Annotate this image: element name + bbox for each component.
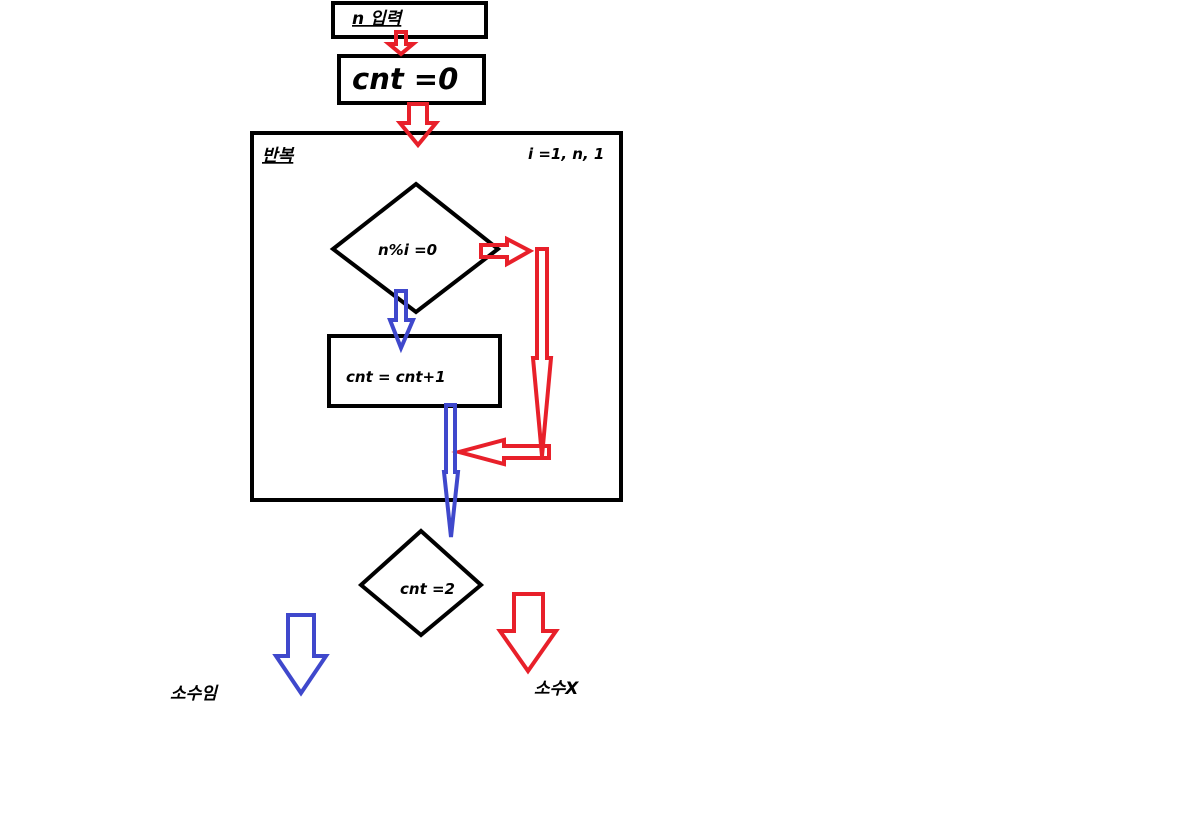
arrow-input-to-init	[383, 30, 419, 57]
loop-range: i =1, n, 1	[528, 145, 604, 163]
increment-label: cnt = cnt+1	[346, 368, 446, 386]
input-label: n 입력	[352, 9, 404, 29]
increment-box	[327, 334, 502, 408]
arrow-rejoin-left	[451, 437, 551, 467]
arrow-condition-right	[479, 235, 535, 268]
input-box	[331, 1, 488, 39]
final-condition-label: cnt =2	[400, 580, 455, 598]
arrow-prime	[272, 613, 330, 697]
condition-label: n%i =0	[378, 241, 437, 259]
arrow-condition-down	[387, 289, 417, 354]
loop-box	[250, 131, 623, 502]
condition-diamond	[329, 181, 502, 315]
loop-title: 반복	[262, 146, 295, 166]
arrow-increment-down	[441, 403, 461, 538]
arrow-right-down	[530, 247, 554, 457]
init-label: cnt =0	[352, 62, 458, 96]
arrow-not-prime	[496, 592, 560, 675]
final-condition-diamond	[357, 528, 485, 638]
arrow-init-to-loop	[395, 102, 441, 149]
result-not-prime-label: 소수X	[534, 679, 579, 699]
result-prime-label: 소수임	[170, 684, 219, 704]
